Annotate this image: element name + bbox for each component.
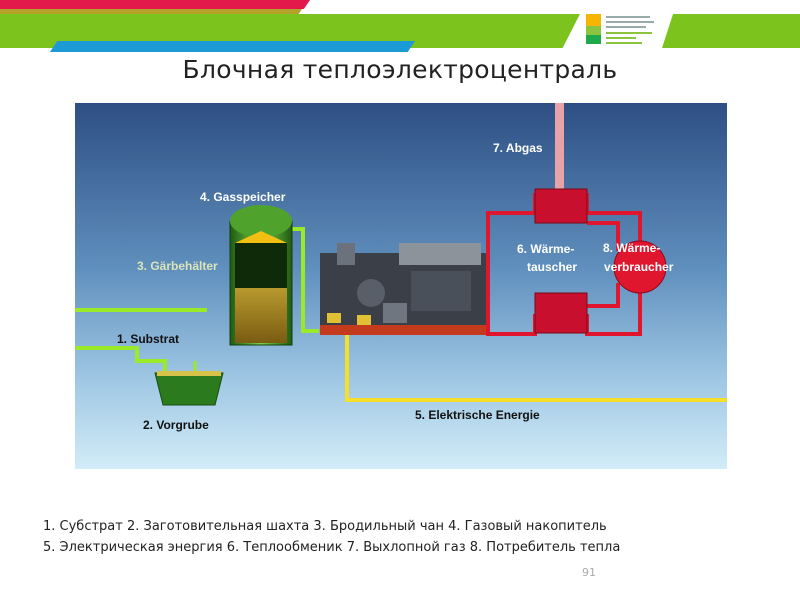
slide-title: Блочная теплоэлектроцентраль bbox=[182, 55, 618, 84]
label-garbehalter: 3. Gärbehälter bbox=[137, 259, 218, 273]
chp-engine bbox=[320, 243, 488, 335]
heat-consumer bbox=[613, 240, 667, 294]
label-abgas: 7. Abgas bbox=[493, 141, 543, 155]
page-number: 91 bbox=[582, 566, 596, 579]
label-gasspeicher: 4. Gasspeicher bbox=[200, 190, 286, 204]
pre-pit-vorgrube bbox=[154, 372, 224, 406]
label-energie: 5. Elektrische Energie bbox=[415, 408, 540, 422]
heat-exchanger-bottom bbox=[534, 292, 588, 334]
label-verbraucher-2: verbraucher bbox=[604, 260, 674, 274]
header-stripe-green-right bbox=[662, 14, 800, 48]
chp-diagram: 7. Abgas 4. Gasspeicher 3. Gärbehälter 1… bbox=[75, 103, 727, 469]
legend-caption: 1. Субстрат 2. Заготовительная шахта 3. … bbox=[43, 516, 620, 558]
label-vorgrube: 2. Vorgrube bbox=[143, 418, 209, 432]
heat-exchanger-top bbox=[534, 188, 588, 224]
label-waermetauscher-2: tauscher bbox=[527, 260, 577, 274]
header-stripe-blue bbox=[50, 41, 415, 52]
header-stripe-olive bbox=[0, 9, 302, 18]
label-verbraucher-1: 8. Wärme- bbox=[603, 241, 660, 255]
header-stripe-red bbox=[0, 0, 310, 9]
label-waermetauscher-1: 6. Wärme- bbox=[517, 242, 574, 256]
label-substrat: 1. Substrat bbox=[117, 332, 179, 346]
gas-storage-dome bbox=[230, 205, 292, 237]
university-logo-icon bbox=[586, 12, 656, 46]
caption-line-2: 5. Электрическая энергия 6. Теплообменик… bbox=[43, 540, 621, 555]
caption-line-1: 1. Субстрат 2. Заготовительная шахта 3. … bbox=[43, 519, 607, 534]
electric-line bbox=[345, 333, 727, 402]
exhaust-pipe bbox=[555, 103, 564, 195]
gas-line bbox=[291, 227, 319, 333]
